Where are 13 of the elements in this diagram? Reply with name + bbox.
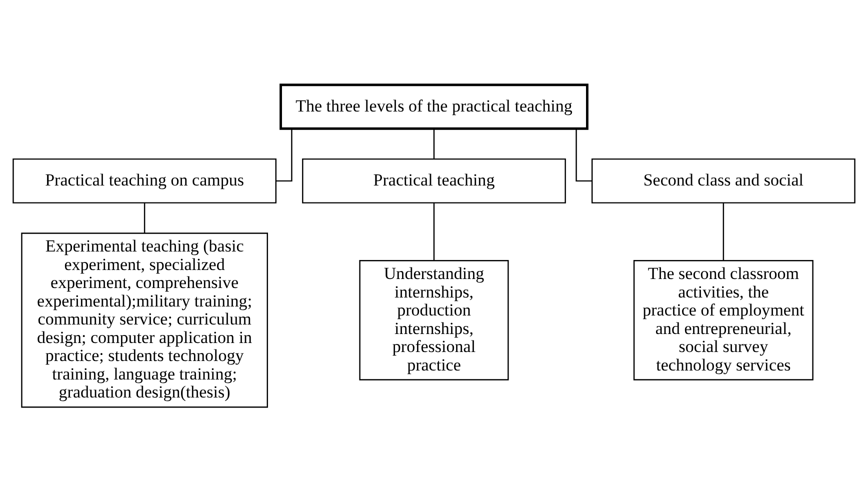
node-box: Second class and social	[591, 158, 856, 204]
node-box: Practical teaching on campus	[12, 158, 277, 204]
node-box: Experimental teaching (basic experiment, specialized experiment, comprehensive experimental);military training; community service; curriculum design; computer application in practice; students technology training, language training; graduation design(thesis)	[21, 232, 268, 408]
connector	[722, 203, 724, 260]
node-box: The second classroom activities, the practice of employment and entrepreneurial, social survey technology services	[633, 260, 814, 380]
connector	[276, 129, 292, 182]
node-box: Understanding internships, production internships, professional practice	[359, 260, 509, 380]
node-box: Practical teaching	[302, 158, 566, 204]
connector	[433, 129, 435, 159]
connector	[144, 203, 146, 234]
connector	[576, 129, 592, 182]
connector	[433, 203, 435, 260]
node-box: The three levels of the practical teaching	[280, 84, 588, 130]
